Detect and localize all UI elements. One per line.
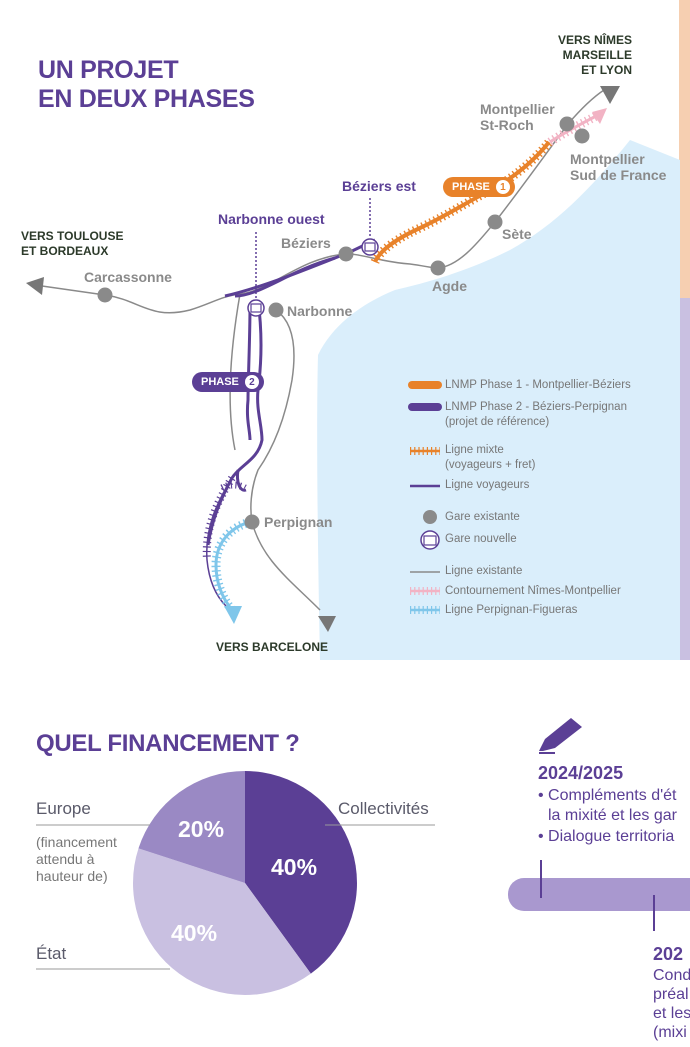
arrow-blue bbox=[224, 606, 242, 624]
pie-slice-europe bbox=[138, 771, 245, 883]
phase2-pill: PHASE 2 bbox=[192, 372, 264, 392]
legend-gare-nouvelle: Gare nouvelle bbox=[445, 533, 517, 545]
dest-east: VERS NÎMES MARSEILLE ET LYON bbox=[557, 33, 632, 77]
contournement-line bbox=[547, 111, 601, 146]
timeline-tick-2 bbox=[653, 895, 655, 931]
dest-south: VERS BARCELONE bbox=[216, 640, 329, 654]
phase1-line bbox=[370, 139, 553, 265]
legend-mixte: Ligne mixte (voyageurs + fret) bbox=[445, 444, 536, 471]
phase2-number: 2 bbox=[244, 375, 259, 389]
side-strip-orange bbox=[679, 0, 690, 298]
city-beziers-est: Béziers est bbox=[342, 178, 416, 194]
timeline-year-next: 202 bbox=[653, 944, 684, 964]
legend-contournement: Contournement Nîmes-Montpellier bbox=[445, 585, 621, 597]
timeline-bar bbox=[508, 878, 690, 911]
rail-map bbox=[26, 86, 680, 660]
phase2-mixed bbox=[202, 475, 247, 607]
finance-pie-chart bbox=[132, 771, 357, 995]
finance-title: QUEL FINANCEMENT ? bbox=[36, 730, 300, 757]
label-europe-note: (financement attendu à hauteur de) bbox=[36, 834, 117, 884]
timeline-year-2024: 2024/2025 bbox=[538, 763, 624, 783]
arrow-pink bbox=[592, 108, 607, 124]
city-montpellier-stroch: Montpellier St-Roch bbox=[480, 101, 555, 133]
legend-lnmp1: LNMP Phase 1 - Montpellier-Béziers bbox=[445, 379, 631, 391]
city-montpellier-sud: Montpellier Sud de France bbox=[570, 151, 667, 183]
arrow-west bbox=[26, 277, 44, 295]
legend-voyageurs: Ligne voyageurs bbox=[445, 479, 530, 491]
legend-figueras: Ligne Perpignan-Figueras bbox=[445, 604, 578, 616]
existing-lines bbox=[41, 89, 605, 611]
pencil-icon bbox=[539, 718, 582, 754]
map-title-line1: UN PROJET bbox=[38, 56, 179, 84]
pct-europe: 20% bbox=[178, 816, 225, 842]
timeline-item1-line2: la mixité et les gar bbox=[548, 807, 677, 824]
timeline-item2: • Dialogue territoria bbox=[538, 828, 675, 845]
pie-slice-collectivits bbox=[245, 771, 357, 974]
legend-lnmp2: LNMP Phase 2 - Béziers-Perpignan (projet… bbox=[445, 401, 627, 428]
pie-slice-tat bbox=[132, 848, 311, 995]
legend-swatches bbox=[408, 381, 442, 614]
city-narbonne: Narbonne bbox=[287, 303, 353, 319]
phase1-pill: PHASE 1 bbox=[443, 177, 515, 197]
city-sete: Sète bbox=[502, 226, 532, 242]
label-etat: État bbox=[36, 944, 67, 963]
label-collectivites: Collectivités bbox=[338, 799, 429, 818]
arrow-northeast bbox=[600, 86, 620, 104]
timeline-tick-1 bbox=[540, 860, 542, 898]
finance-leader-lines bbox=[36, 824, 435, 970]
map-title-line2: EN DEUX PHASES bbox=[38, 85, 255, 113]
pct-collectivites: 40% bbox=[271, 854, 318, 880]
figueras-line bbox=[211, 517, 252, 613]
city-narbonne-ouest: Narbonne ouest bbox=[218, 211, 325, 227]
existing-stations bbox=[97, 116, 590, 530]
label-europe: Europe bbox=[36, 799, 91, 818]
pct-etat: 40% bbox=[171, 920, 218, 946]
legend-gare-existante: Gare existante bbox=[445, 511, 520, 523]
city-carcassonne: Carcassonne bbox=[84, 269, 172, 285]
side-strip-purple bbox=[679, 298, 690, 660]
new-stations bbox=[247, 238, 379, 317]
phase1-number: 1 bbox=[495, 180, 510, 194]
sea-area bbox=[317, 140, 680, 660]
dest-west: VERS TOULOUSE ET BORDEAUX bbox=[21, 229, 124, 258]
map-title: UN PROJET EN DEUX PHASES bbox=[38, 56, 255, 114]
city-perpignan: Perpignan bbox=[264, 514, 333, 530]
timeline-item3: Cond préal et les (mixi bbox=[653, 967, 690, 1041]
city-beziers: Béziers bbox=[281, 235, 331, 251]
timeline-item1-line1: • Compléments d'ét bbox=[538, 787, 677, 804]
arrow-south bbox=[318, 616, 336, 632]
city-agde: Agde bbox=[432, 278, 467, 294]
legend-ligne-existante: Ligne existante bbox=[445, 565, 523, 577]
